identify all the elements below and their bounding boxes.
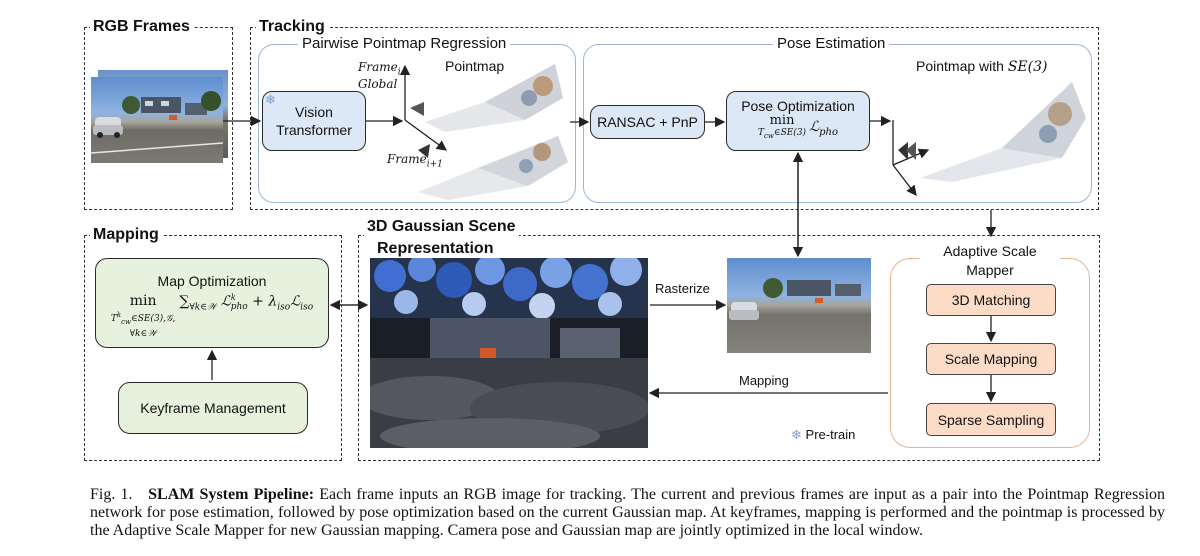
map-optimization-box: Map Optimization min Tkcw∈SE(3),𝒢, ∀k∈𝒲 … <box>95 258 329 348</box>
tracking-section <box>250 27 1099 210</box>
pose-estimation-title: Pose Estimation <box>773 35 890 52</box>
gaussian-title-line1: 3D Gaussian Scene <box>364 218 519 236</box>
mapping-arrow-label: Mapping <box>739 373 789 388</box>
pointmap-se3-cloud <box>912 78 1088 182</box>
ransac-pnp-box: RANSAC + PnP <box>590 105 705 139</box>
global-label: Global <box>358 77 398 91</box>
vision-transformer-label: Vision Transformer <box>276 104 352 138</box>
rasterize-label: Rasterize <box>655 281 710 296</box>
frame-i-label: Framei <box>358 60 401 78</box>
pretrain-legend: ❄ Pre-train <box>791 427 856 442</box>
map-optimization-title: Map Optimization <box>157 273 267 289</box>
keyframe-management-box: Keyframe Management <box>118 382 308 434</box>
gaussian-section <box>358 235 1100 461</box>
keyframe-management-label: Keyframe Management <box>140 400 286 416</box>
pointmap-se3-label: Pointmap with SE(3) <box>916 58 1048 75</box>
mapping-section <box>84 235 342 461</box>
rgb-frame-front <box>91 77 223 163</box>
sparse-sampling-box: Sparse Sampling <box>926 403 1056 436</box>
pose-optimization-title: Pose Optimization <box>741 98 855 114</box>
mapping-title: Mapping <box>90 226 162 244</box>
snowflake-icon: ❄ <box>265 92 276 107</box>
pointmap-cloud-bottom <box>418 132 570 202</box>
map-optimization-formula: min Tkcw∈SE(3),𝒢, ∀k∈𝒲 ∑∀k∈𝒲 ℒkpho + λis… <box>110 293 314 339</box>
pointmap-label: Pointmap <box>445 58 505 74</box>
caption-title: SLAM System Pipeline: <box>148 486 315 503</box>
caption-label: Fig. 1. <box>90 486 133 503</box>
pairwise-regression-title: Pairwise Pointmap Regression <box>298 35 511 52</box>
scale-mapping-box: Scale Mapping <box>926 343 1056 375</box>
caption-text: Each frame inputs an RGB image for track… <box>90 486 1166 539</box>
gaussian-scene-render <box>370 258 648 448</box>
frame-i1-label: Framei+1 <box>387 152 443 170</box>
pointmap-cloud-top <box>425 58 565 134</box>
3d-matching-box: 3D Matching <box>926 284 1056 316</box>
figure-caption: Fig. 1. SLAM System Pipeline: Each frame… <box>90 486 1165 540</box>
pose-optimization-box: Pose Optimization min Tcw∈SE(3) ℒpho <box>726 91 870 151</box>
tracking-title: Tracking <box>256 18 328 36</box>
gaussian-title-line2: Representation <box>377 240 494 257</box>
rgb-frames-title: RGB Frames <box>90 18 193 36</box>
pretrain-snowflake-icon: ❄ <box>791 427 802 442</box>
rendered-rgb-image <box>727 258 871 353</box>
pose-optimization-formula: min Tcw∈SE(3) ℒpho <box>757 113 839 140</box>
ransac-pnp-label: RANSAC + PnP <box>597 114 698 130</box>
vision-transformer-box: Vision Transformer <box>262 91 366 151</box>
